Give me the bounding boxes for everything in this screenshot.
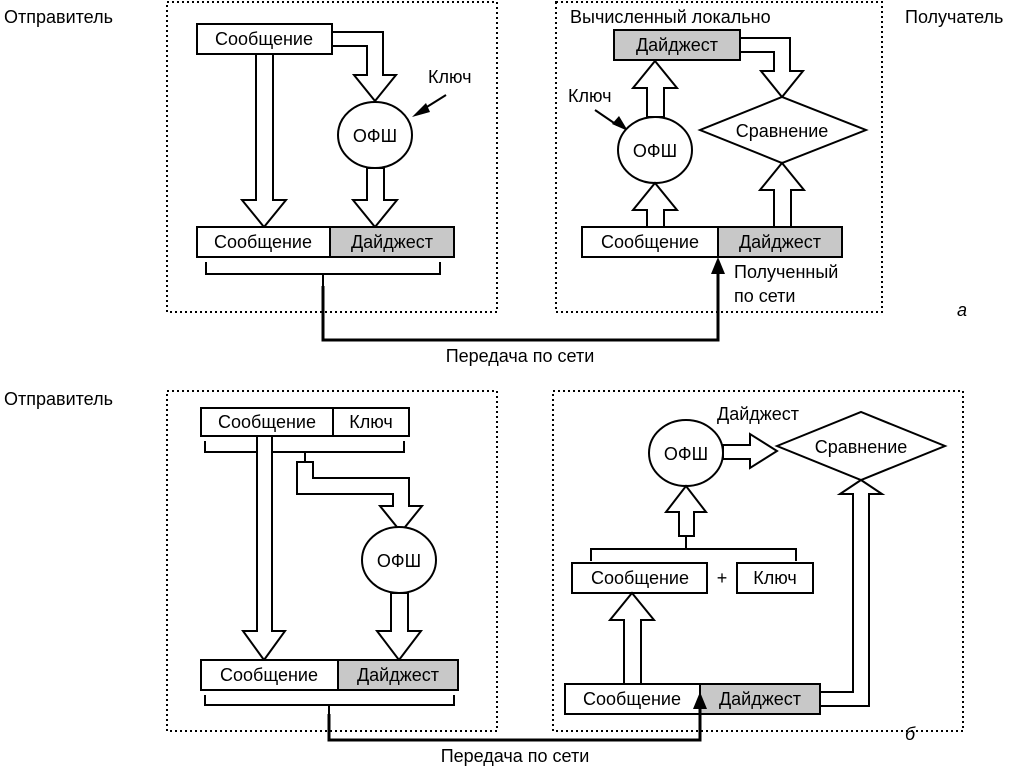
recv-compare-a	[697, 95, 869, 165]
recv-message-label-a: Сообщение	[601, 232, 699, 252]
arrow-digest-to-compare-a	[739, 37, 806, 99]
recv-brace-b	[590, 536, 797, 561]
recv-compare-label-b: Сравнение	[815, 437, 908, 457]
recv-message-box-a	[581, 226, 719, 258]
sender-ofsh-label-b: ОФШ	[377, 551, 421, 571]
sender-label-a: Отправитель	[4, 7, 113, 27]
receiver-label-a: Получатель	[905, 7, 1003, 27]
key-pointer-head-a	[412, 103, 430, 117]
sender-out-message-box-b	[200, 659, 339, 691]
arrow-digest-to-compare-b	[819, 478, 886, 707]
arrow-brace-to-ofsh-recv-b	[663, 484, 709, 537]
recv-digest-label-a: Дайджест	[739, 232, 821, 252]
recv-plus-b: +	[717, 568, 728, 588]
recv-ofsh-label-b: ОФШ	[664, 444, 708, 464]
recv-message-box-b	[571, 562, 708, 594]
arrow-message-to-ofsh-a	[331, 31, 399, 103]
network-label-b: Передача по сети	[441, 746, 590, 766]
sender-out-message-label-a: Сообщение	[214, 232, 312, 252]
sender-out-digest-label-b: Дайджест	[357, 665, 439, 685]
received-label-2-a: по сети	[734, 286, 795, 306]
sender-frame-a	[166, 1, 498, 313]
network-line-a	[321, 270, 720, 342]
arrow-ofsh-to-digest-top-a	[630, 59, 680, 118]
arrow-ofsh-to-digest-b	[374, 592, 424, 662]
sender-out-message-box-a	[196, 226, 331, 258]
arrow-message-down-b	[241, 435, 287, 662]
recv-in-digest-label-b: Дайджест	[719, 689, 801, 709]
sender-label-b: Отправитель	[4, 389, 113, 409]
panel-a: Отправитель Получатель Сообщение Ключ ОФ…	[4, 1, 1003, 366]
network-label-a: Передача по сети	[446, 346, 595, 366]
arrow-ofsh-to-digest-a	[350, 167, 400, 229]
sender-brace-a	[205, 262, 441, 286]
recv-message-label-b: Сообщение	[591, 568, 689, 588]
panel-letter-a: а	[957, 300, 967, 320]
recv-digest-box-a	[717, 226, 843, 258]
panel-b: Отправитель Сообщение Ключ ОФШ Сообщение…	[4, 389, 964, 766]
sender-brace-top-b	[204, 441, 405, 462]
sender-frame-b	[166, 390, 498, 732]
recv-compare-label-a: Сравнение	[736, 121, 829, 141]
recv-key-label-a: Ключ	[568, 86, 611, 106]
sender-out-digest-label-a: Дайджест	[351, 232, 433, 252]
sender-key-label-a: Ключ	[428, 67, 471, 87]
recv-key-box-b	[736, 562, 814, 594]
sender-brace-b	[204, 695, 455, 714]
recv-in-message-box-b	[564, 683, 701, 715]
recv-compare-b	[774, 410, 948, 482]
arrow-brace-to-ofsh-b	[296, 461, 425, 534]
sender-message-label-a: Сообщение	[215, 29, 313, 49]
received-label-1-a: Полученный	[734, 262, 838, 282]
network-line-b	[327, 705, 702, 742]
computed-label-a: Вычисленный локально	[570, 7, 771, 27]
sender-ofsh-label-a: ОФШ	[353, 126, 397, 146]
network-arrowhead-a	[711, 257, 725, 274]
recv-in-message-label-b: Сообщение	[583, 689, 681, 709]
network-arrowhead-b	[693, 692, 707, 709]
recv-ofsh-label-a: ОФШ	[633, 141, 677, 161]
arrow-message-to-ofsh-recv-a	[630, 181, 680, 228]
sender-out-digest-box-b	[337, 659, 459, 691]
recv-digest-top-label-a: Дайджест	[636, 35, 718, 55]
recv-key-pointer-head-a	[612, 116, 628, 131]
arrow-received-digest-to-compare-a	[757, 161, 807, 228]
panel-letter-b: б	[905, 724, 916, 744]
receiver-frame-a	[555, 1, 883, 313]
sender-out-message-label-b: Сообщение	[220, 665, 318, 685]
sender-key-box-b	[332, 407, 410, 437]
receiver-frame-b	[552, 390, 964, 732]
sender-key-label-b: Ключ	[349, 412, 392, 432]
arrow-ofsh-to-compare-b	[722, 432, 779, 470]
arrow-received-message-up-b	[607, 591, 657, 685]
sender-message-label-b: Сообщение	[218, 412, 316, 432]
sender-out-digest-box-a	[329, 226, 455, 258]
recv-digest-top-box-a	[613, 29, 741, 61]
recv-digest-label-b: Дайджест	[717, 404, 799, 424]
arrow-message-down-a	[239, 53, 289, 229]
recv-key-label-b: Ключ	[753, 568, 796, 588]
